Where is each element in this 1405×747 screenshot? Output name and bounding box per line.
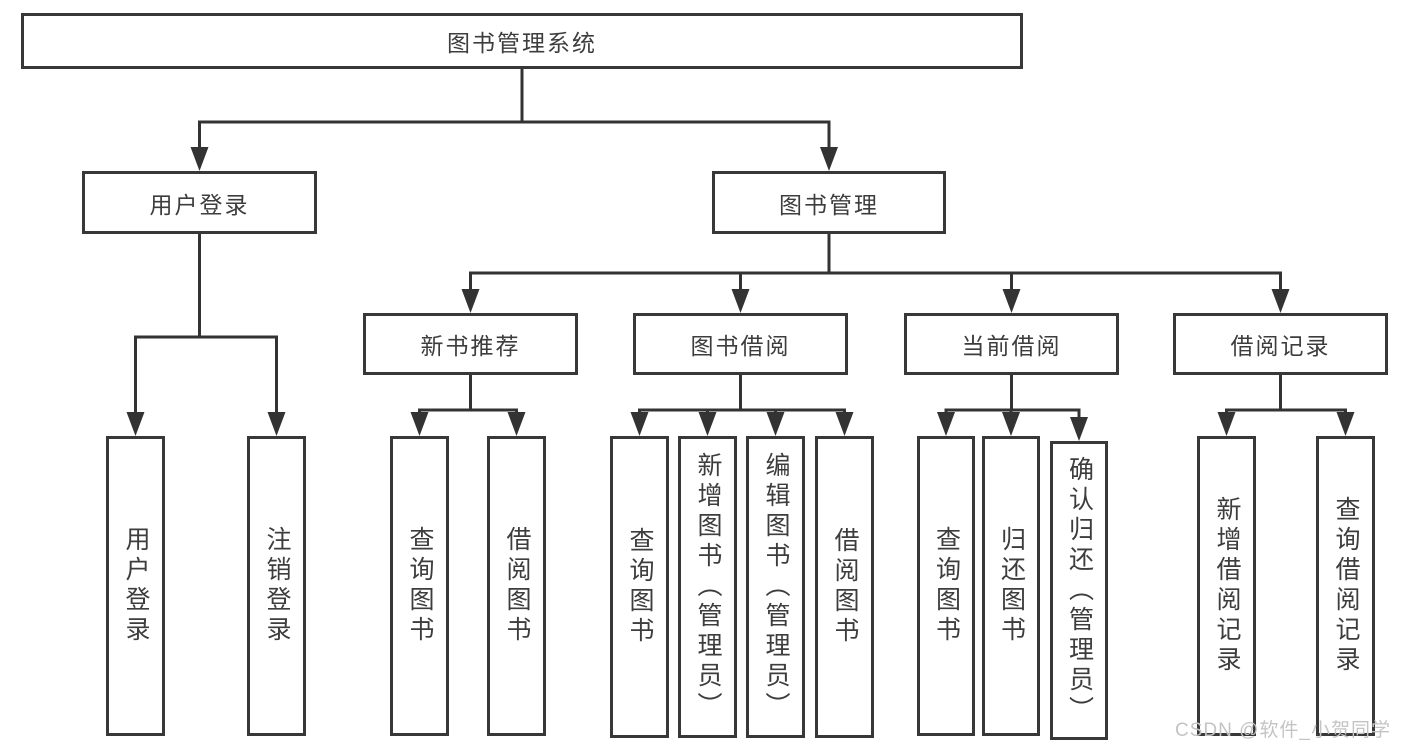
node-cb-return: 归还图书 <box>982 436 1040 736</box>
node-bb-borrow: 借阅图书 <box>815 436 874 738</box>
diagram-node-label: 归还图书 <box>997 526 1026 646</box>
diagram-node-label: 查询图书 <box>932 526 961 646</box>
node-root: 图书管理系统 <box>21 13 1023 69</box>
node-cb-confirm: 确认归还（管理员） <box>1050 441 1108 740</box>
diagram-node-label: 借阅图书 <box>503 526 531 646</box>
diagram-node-label: 用户登录 <box>122 526 150 646</box>
node-br-add: 新增借阅记录 <box>1197 436 1256 736</box>
diagram-node-label: 当前借阅 <box>961 333 1062 359</box>
node-user-login: 用户登录 <box>82 171 317 234</box>
node-bb-add: 新增图书（管理员） <box>678 436 737 738</box>
node-new-book-rec: 新书推荐 <box>363 313 578 375</box>
node-logout: 注销登录 <box>247 436 306 736</box>
node-br-query: 查询借阅记录 <box>1316 436 1375 736</box>
diagram-node-label: 借阅图书 <box>831 527 859 647</box>
node-book-mgmt: 图书管理 <box>712 171 946 234</box>
diagram-node-label: 图书管理 <box>779 191 879 218</box>
node-cb-query: 查询图书 <box>917 436 975 736</box>
diagram-node-label: 新书推荐 <box>420 333 521 359</box>
diagram-node-label: 图书借阅 <box>690 333 791 359</box>
node-nb-borrow: 借阅图书 <box>487 436 546 736</box>
diagram-node-label: 查询借阅记录 <box>1332 496 1360 676</box>
diagram-node-label: 借阅记录 <box>1230 333 1331 359</box>
diagram-node-label: 确认归还（管理员） <box>1065 455 1094 726</box>
diagram-node-label: 新增图书（管理员） <box>694 452 722 722</box>
diagram-node-label: 查询图书 <box>626 527 654 647</box>
node-bb-query: 查询图书 <box>610 436 669 738</box>
diagram-node-label: 编辑图书（管理员） <box>762 452 790 722</box>
node-book-borrow: 图书借阅 <box>633 313 848 375</box>
node-login: 用户登录 <box>106 436 165 736</box>
watermark: CSDN @软件_小贺同学 <box>1175 720 1391 741</box>
diagram-node-label: 新增借阅记录 <box>1213 496 1241 676</box>
node-bb-edit: 编辑图书（管理员） <box>746 436 805 738</box>
diagram-node-label: 用户登录 <box>149 191 250 218</box>
diagram-node-label: 注销登录 <box>263 526 291 646</box>
diagram-node-label: 图书管理系统 <box>447 30 597 56</box>
diagram-node-label: 查询图书 <box>406 526 434 646</box>
node-current-borrow: 当前借阅 <box>904 313 1119 375</box>
node-borrow-records: 借阅记录 <box>1173 313 1388 375</box>
node-nb-query: 查询图书 <box>390 436 449 736</box>
